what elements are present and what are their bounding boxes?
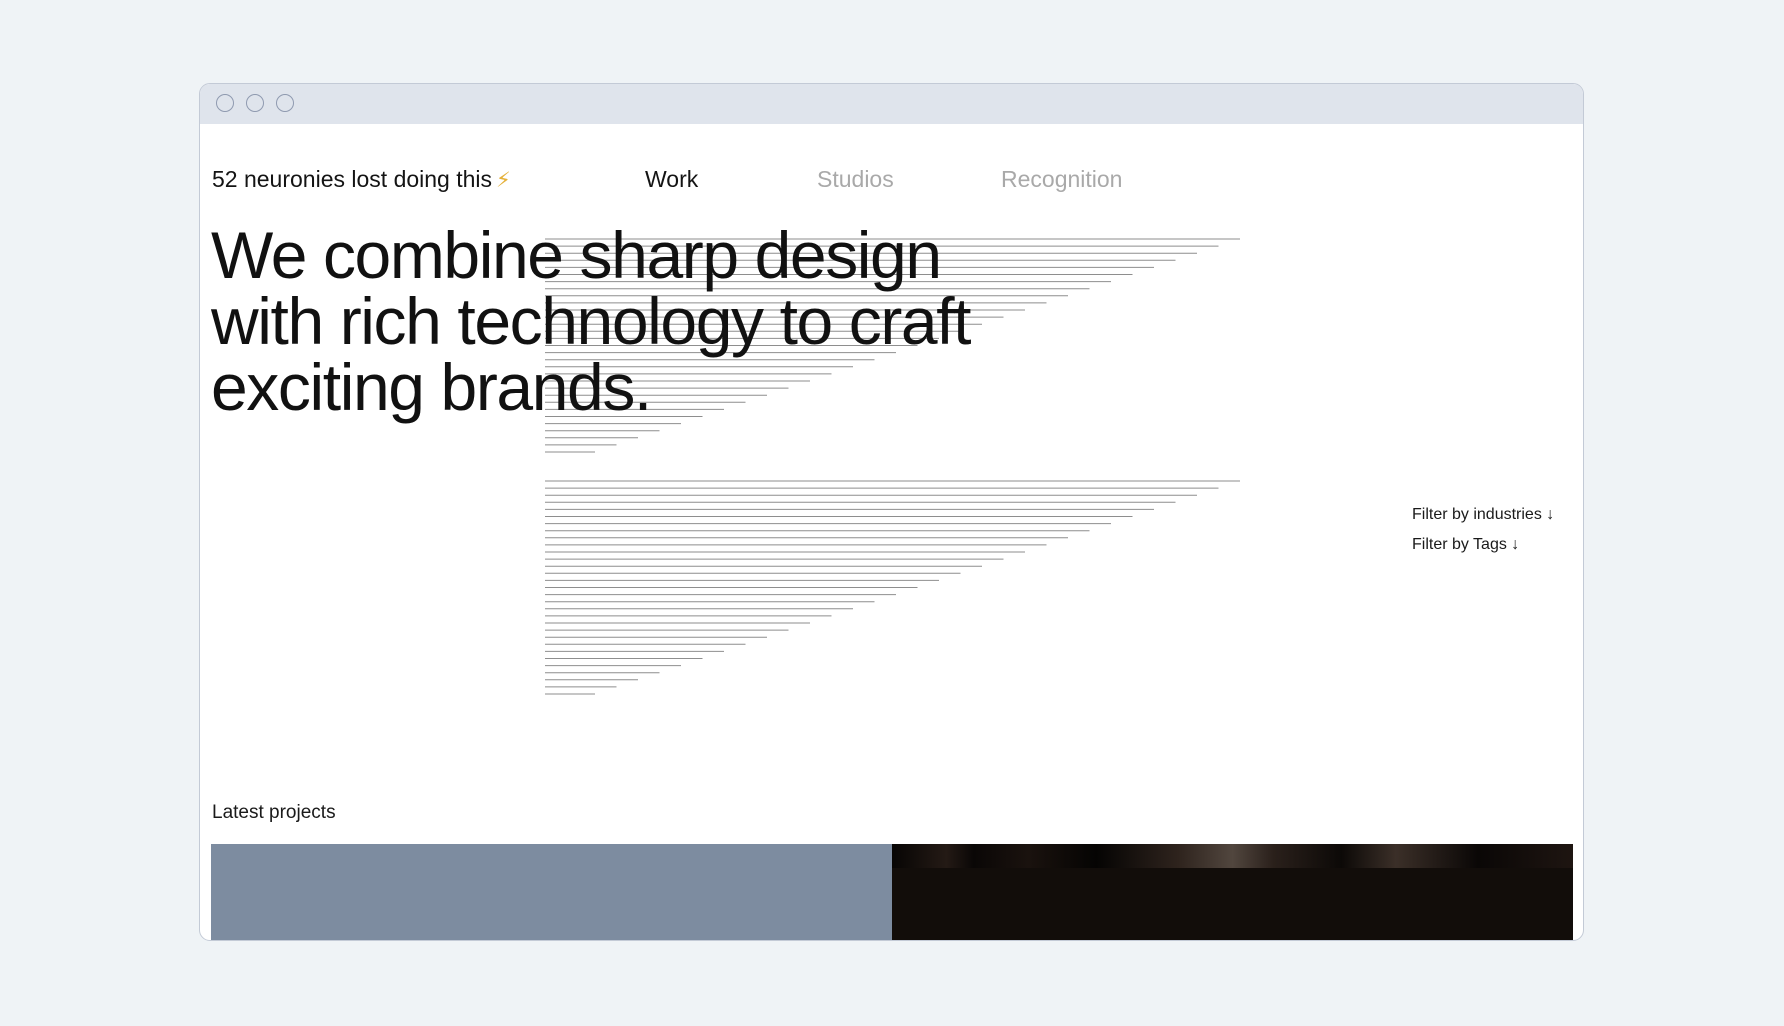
lightning-bolt-icon: ⚡ — [496, 169, 511, 192]
window-minimize-button[interactable] — [246, 94, 264, 112]
tagline-text: 52 neuronies lost doing this — [212, 166, 493, 192]
nav-work[interactable]: Work — [645, 166, 699, 192]
project-card-1[interactable] — [211, 844, 892, 940]
nav-studios[interactable]: Studios — [817, 166, 894, 192]
window-close-button[interactable] — [216, 94, 234, 112]
hero-line-graphic — [545, 238, 1240, 695]
window-titlebar — [200, 84, 1583, 124]
hero-heading: We combine sharp design with rich techno… — [211, 218, 972, 424]
browser-window: 52 neuronies lost doing this⚡ Work Studi… — [199, 83, 1584, 941]
filter-tags-button[interactable]: Filter by Tags ↓ — [1412, 536, 1520, 553]
window-maximize-button[interactable] — [276, 94, 294, 112]
filter-industries-button[interactable]: Filter by industries ↓ — [1412, 506, 1555, 523]
project-card-2[interactable] — [892, 844, 1573, 940]
site-tagline[interactable]: 52 neuronies lost doing this⚡ — [212, 166, 511, 193]
project-thumbnail-image — [892, 844, 1573, 868]
latest-projects-label: Latest projects — [212, 802, 336, 823]
site-header: 52 neuronies lost doing this⚡ Work Studi… — [212, 166, 1552, 198]
nav-recognition[interactable]: Recognition — [1001, 166, 1123, 192]
